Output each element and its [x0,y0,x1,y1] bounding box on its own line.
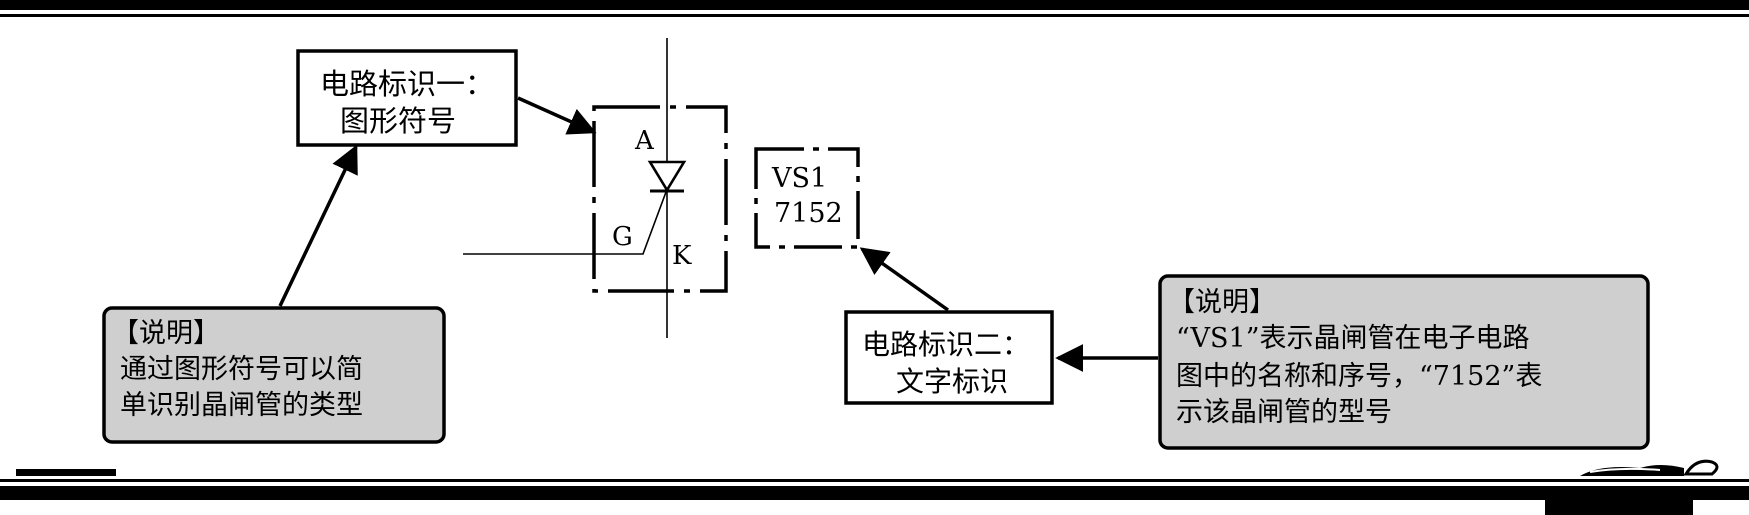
designator-block: VS1 7152 [754,147,860,249]
thyristor-symbol: A G K [463,38,728,338]
right-note-line3: 示该晶闸管的型号 [1176,397,1392,428]
right-note-line1: “VS1”表示晶闸管在电子电路 [1176,323,1530,354]
diode-triangle-icon [647,160,687,193]
left-note-heading: 【说明】 [112,318,220,349]
left-note-line2: 单识别晶闸管的类型 [120,390,363,421]
symbol-label-line2: 图形符号 [340,104,456,138]
right-note: 【说明】 “VS1”表示晶闸管在电子电路 图中的名称和序号，“7152”表 示该… [1158,274,1650,450]
symbol-label-line1: 电路标识一： [320,67,494,101]
designator-name: VS1 [771,163,827,194]
right-note-heading: 【说明】 [1168,287,1276,318]
right-note-line2: 图中的名称和序号，“7152”表 [1176,361,1542,392]
arrow-to-symbol-label [278,144,358,307]
corner-ornament [1580,459,1719,476]
bottom-border [0,469,1749,515]
anode-label: A [634,126,655,156]
symbol-enclosure [592,105,728,293]
text-label-box: 电路标识二： 文字标识 [844,310,1054,405]
gate-label: G [612,222,633,252]
arrow-to-designator [859,247,950,312]
text-label-line2: 文字标识 [896,365,1008,398]
text-label-line1: 电路标识二： [862,328,1030,361]
top-border [0,0,1749,17]
arrow-to-symbol [517,96,597,135]
cathode-label: K [672,241,692,271]
designator-enclosure [754,147,860,249]
left-note-line1: 通过图形符号可以简 [120,354,363,385]
left-note: 【说明】 通过图形符号可以简 单识别晶闸管的类型 [102,306,446,444]
gate-lead [463,191,667,255]
designator-model: 7152 [774,198,843,229]
symbol-label-box: 电路标识一： 图形符号 [296,49,518,147]
